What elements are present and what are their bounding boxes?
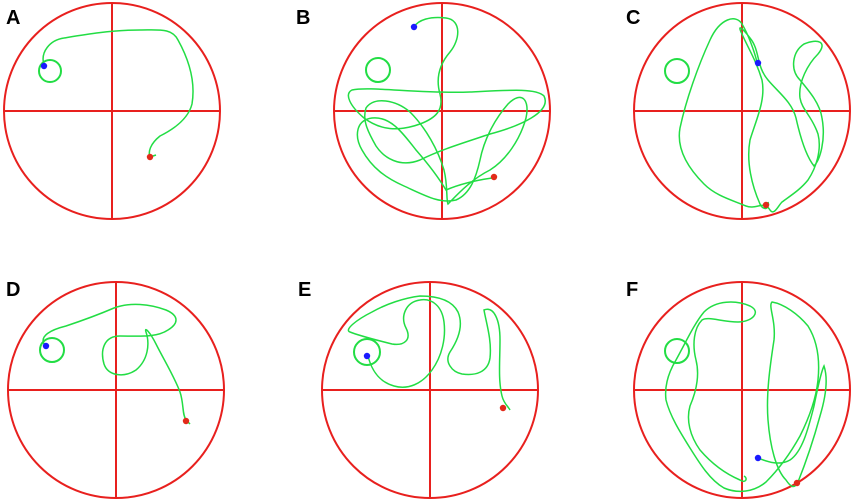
end-point <box>182 417 190 425</box>
swim-path <box>42 303 191 425</box>
start-point <box>754 454 762 462</box>
panel-label-b: B <box>296 7 310 29</box>
panel-e: E <box>298 279 539 499</box>
platform-circle <box>39 337 65 363</box>
end-point <box>490 173 498 181</box>
start-point <box>363 352 371 360</box>
panel-label-e: E <box>298 279 311 301</box>
swim-path <box>664 301 827 493</box>
platform-circle <box>353 338 381 366</box>
platform-circle <box>365 57 391 83</box>
platform-circle <box>664 58 690 84</box>
panel-b: B <box>296 2 551 220</box>
end-point <box>499 404 507 412</box>
swim-path <box>347 16 546 206</box>
start-point <box>40 62 48 70</box>
panel-label-d: D <box>6 279 20 301</box>
end-point <box>762 201 770 209</box>
start-point <box>410 23 418 31</box>
panel-a: A <box>3 2 221 220</box>
swim-path <box>678 18 825 213</box>
panel-label-a: A <box>6 7 20 29</box>
swim-path <box>347 295 511 411</box>
end-point <box>146 153 154 161</box>
platform-circle <box>38 59 62 83</box>
swim-path <box>42 29 194 158</box>
end-point <box>793 479 801 487</box>
start-point <box>754 59 762 67</box>
panel-c: C <box>626 2 851 220</box>
panel-f: F <box>626 279 851 499</box>
panel-d: D <box>6 279 225 499</box>
panel-label-f: F <box>626 279 638 301</box>
platform-circle <box>664 338 690 364</box>
panel-label-c: C <box>626 7 640 29</box>
start-point <box>42 342 50 350</box>
